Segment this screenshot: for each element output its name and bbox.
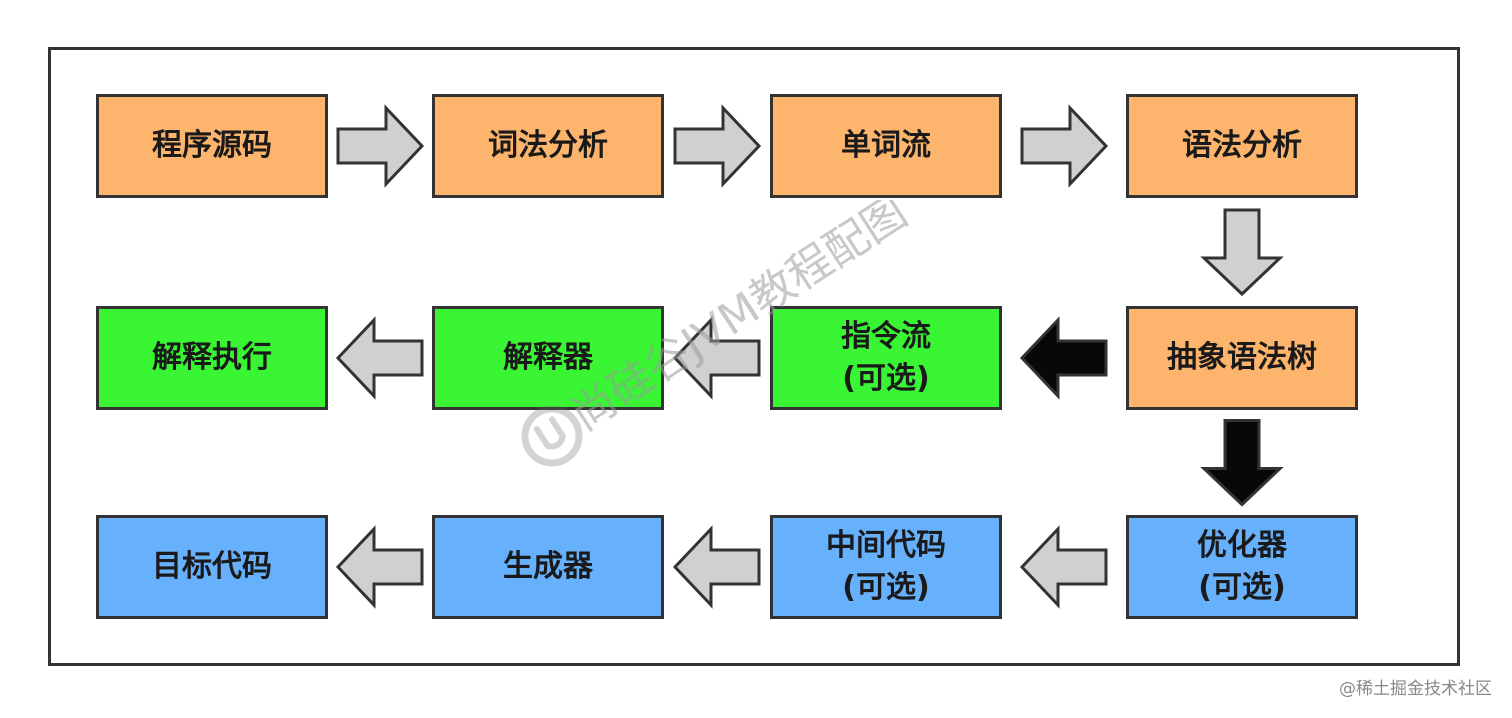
node-tokens: 单词流 <box>770 94 1002 198</box>
arrow-bytecode-to-interpreter <box>672 316 761 400</box>
arrow-interpreter-to-execute <box>335 316 424 400</box>
node-bytecode-label: 指令流 (可选) <box>841 319 931 396</box>
arrow-parser-to-ast <box>1200 208 1284 297</box>
credit-text: @稀土掘金技术社区 <box>1339 679 1492 699</box>
node-lexer-label: 词法分析 <box>488 128 608 163</box>
node-generator-label: 生成器 <box>503 549 593 584</box>
node-target: 目标代码 <box>96 515 328 619</box>
node-target-label: 目标代码 <box>152 549 272 584</box>
node-ir: 中间代码 (可选) <box>770 515 1002 619</box>
node-execute-label: 解释执行 <box>152 340 272 375</box>
node-interpreter: 解释器 <box>432 306 664 410</box>
node-source: 程序源码 <box>96 94 328 198</box>
arrow-optimizer-to-ir <box>1019 525 1108 609</box>
node-bytecode: 指令流 (可选) <box>770 306 1002 410</box>
node-ir-label: 中间代码 (可选) <box>826 528 946 605</box>
node-tokens-label: 单词流 <box>841 128 931 163</box>
node-ast-label: 抽象语法树 <box>1167 340 1317 375</box>
node-optimizer: 优化器 (可选) <box>1126 515 1358 619</box>
arrow-ir-to-generator <box>672 525 761 609</box>
node-lexer: 词法分析 <box>432 94 664 198</box>
arrow-generator-to-target <box>335 525 424 609</box>
node-ast: 抽象语法树 <box>1126 306 1358 410</box>
arrow-tokens-to-parser <box>1020 104 1109 188</box>
node-interpreter-label: 解释器 <box>503 340 593 375</box>
node-parser-label: 语法分析 <box>1182 128 1302 163</box>
arrow-source-to-lexer <box>336 104 425 188</box>
arrow-ast-to-bytecode <box>1019 316 1108 400</box>
node-optimizer-label: 优化器 (可选) <box>1197 528 1287 605</box>
arrow-lexer-to-tokens <box>673 104 762 188</box>
node-generator: 生成器 <box>432 515 664 619</box>
node-execute: 解释执行 <box>96 306 328 410</box>
arrow-ast-to-optimizer <box>1200 419 1284 507</box>
node-parser: 语法分析 <box>1126 94 1358 198</box>
node-source-label: 程序源码 <box>152 128 272 163</box>
